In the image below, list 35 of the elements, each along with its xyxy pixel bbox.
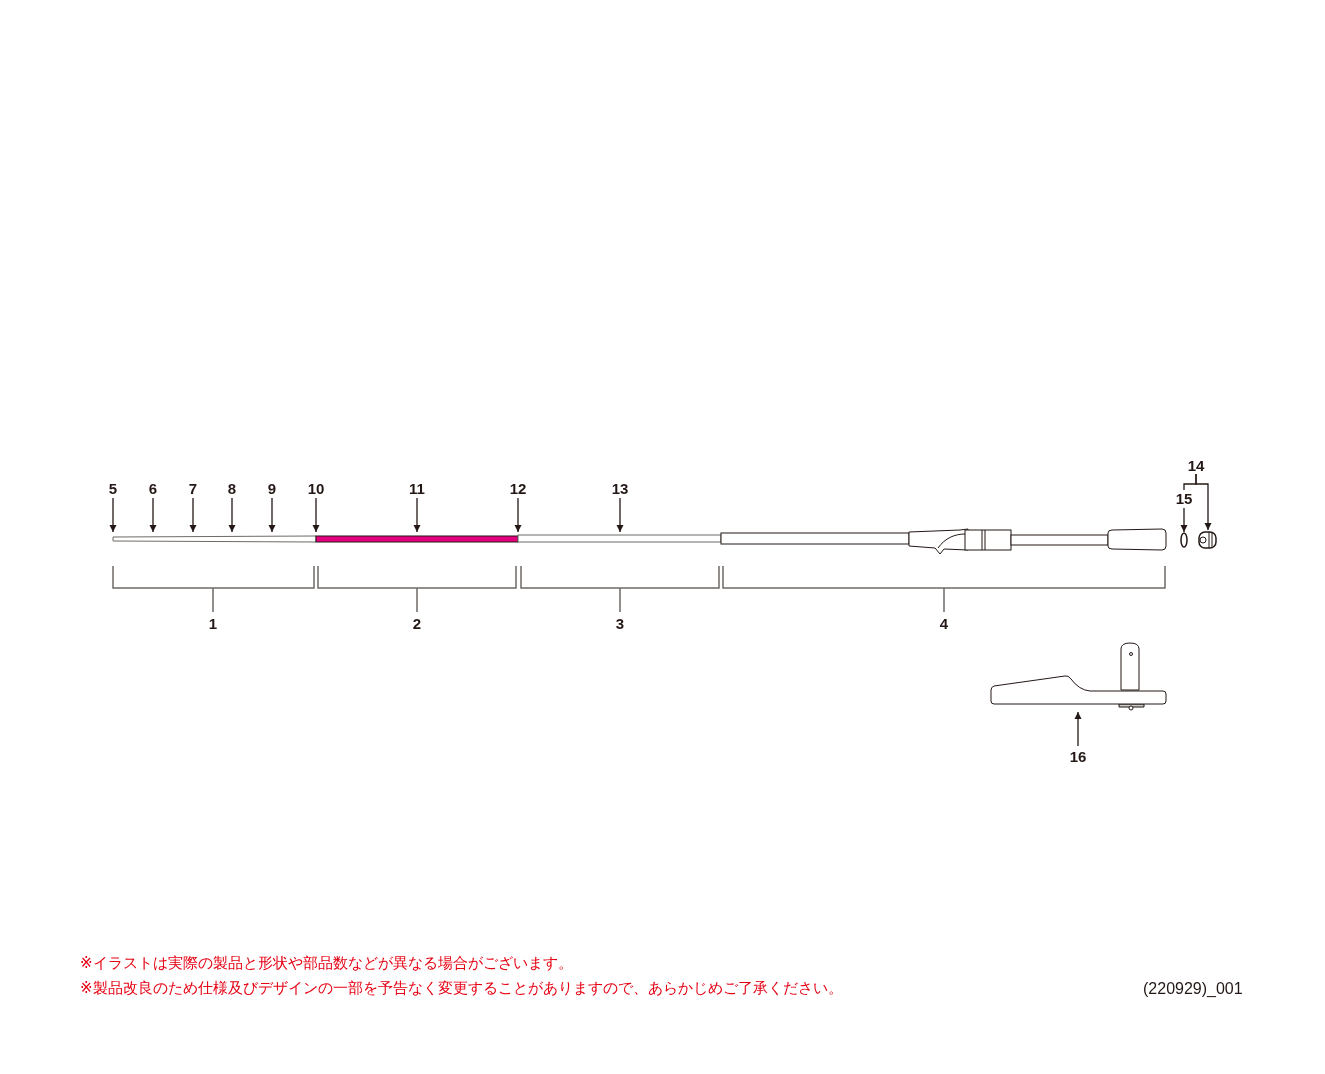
leader-arrow	[514, 497, 522, 533]
callout-number: 6	[148, 481, 158, 496]
butt-cap-drawing	[1198, 531, 1217, 549]
callout-number: 7	[188, 481, 198, 496]
note-text: ※製品改良のため仕様及びデザインの一部を予告なく変更することがありますので、あらかじめご了承ください。	[80, 981, 843, 996]
callout-number: 8	[227, 481, 237, 496]
leader-arrow	[616, 497, 624, 533]
leader-arrow	[268, 497, 276, 533]
document-code: (220929)_001	[1143, 981, 1243, 997]
leader-line	[1183, 473, 1197, 491]
callout-number: 11	[409, 481, 425, 496]
part-number: 4	[939, 616, 949, 631]
callout-number: 10	[307, 481, 325, 496]
leader-arrow	[1074, 711, 1082, 747]
part-number: 1	[208, 616, 218, 631]
leader-arrow	[312, 497, 320, 533]
part-number: 3	[615, 616, 625, 631]
callout-number: 9	[267, 481, 277, 496]
note-text: ※イラストは実際の製品と形状や部品数などが異なる場合がございます。	[80, 956, 573, 971]
callout-number: 14	[1187, 458, 1205, 473]
part-number: 2	[412, 616, 422, 631]
callout-number: 12	[509, 481, 527, 496]
rod-stand-drawing	[990, 642, 1167, 711]
leader-arrow	[413, 497, 421, 533]
callout-number: 13	[611, 481, 629, 496]
callout-number: 15	[1175, 491, 1193, 506]
callout-number: 5	[108, 481, 118, 496]
leader-arrow	[149, 497, 157, 533]
fishing-rod-drawing	[112, 528, 1167, 555]
callout-number: 16	[1069, 749, 1087, 764]
ring-outline	[1180, 532, 1188, 548]
leader-arrow	[189, 497, 197, 533]
leader-arrow	[109, 497, 117, 533]
leader-arrow	[228, 497, 236, 533]
leader-arrow	[1180, 507, 1188, 533]
